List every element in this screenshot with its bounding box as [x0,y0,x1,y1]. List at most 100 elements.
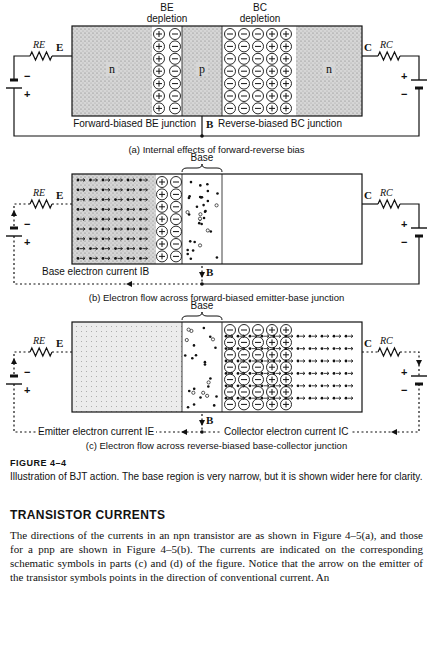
charge-sign [227,83,233,84]
charge-sign [227,58,233,59]
electron [114,198,117,201]
electron-arrow [118,228,123,231]
charge-sign [156,105,162,111]
electron [114,188,117,191]
electron-arrow [348,347,353,350]
electron-arrow [288,335,293,338]
charge-sign [241,46,247,47]
electron [345,347,348,350]
semiconductor-region [72,174,156,264]
hole [186,211,189,214]
electron-arrow [240,335,245,338]
wire-junction [200,134,204,138]
electron-arrow [105,257,110,260]
electron [89,237,92,240]
electron [114,228,117,231]
region-label: Base [182,152,222,164]
electron-arrow [130,179,135,182]
negative-ion [239,29,250,40]
charge-sign [172,96,178,97]
electron [102,218,105,221]
charge-sign [172,83,178,84]
electron [204,361,207,364]
electron-arrow [143,179,148,182]
electron-arrow [228,360,233,363]
electron [207,200,210,203]
charge-sign [241,392,247,393]
electron-arrow [93,247,98,250]
negative-ion [253,349,264,360]
region-letter: n [109,62,115,76]
charge-sign [255,71,261,72]
positive-ion [154,29,165,40]
electron-arrow [105,179,110,182]
electron [210,230,213,233]
electron-arrow [252,372,257,375]
electron [127,188,130,191]
wire [362,351,378,352]
charge-sign [159,179,165,185]
flow-arrowhead [199,420,205,426]
positive-ion [267,91,278,102]
positive-ion [267,29,278,40]
body-text: The directions of the currents in an npn… [10,528,423,584]
negative-ion [239,66,250,77]
electron [114,237,117,240]
negative-ion [171,189,182,200]
wire [14,88,202,136]
positive-ion [267,103,278,114]
terminal-label: B [206,266,213,279]
electron [249,384,252,387]
charge-sign [172,34,178,35]
electron-arrow [312,335,317,338]
charge-sign [159,191,165,197]
electron [273,360,276,363]
positive-ion [267,78,278,89]
electron-arrow [130,188,135,191]
negative-ion [225,91,236,102]
junction-line [182,322,222,412]
electron-arrow [288,347,293,350]
charge-sign [241,379,247,380]
polarity-sign: − [401,88,407,100]
semiconductor-region [296,26,362,116]
charge-sign [227,342,233,343]
electron-arrow [143,198,148,201]
positive-ion [154,66,165,77]
positive-ion [157,226,168,237]
flow-arrowhead [391,429,397,435]
electron [77,228,80,231]
electron [89,218,92,221]
charge-sign [255,392,261,393]
electron [285,384,288,387]
region-label: Base [182,300,222,312]
charge-sign [227,392,233,393]
charge-sign [227,330,233,331]
wire [362,55,378,56]
charge-sign [156,68,162,74]
electron [206,183,209,186]
electron [204,363,207,366]
negative-ion [225,103,236,114]
charge-sign [159,253,165,259]
charge-sign [283,327,289,333]
negative-ion [170,78,181,89]
negative-ion [239,325,250,336]
semiconductor-region [222,322,296,412]
electron [225,360,228,363]
electron-arrow [348,360,353,363]
electron [102,247,105,250]
charge-sign [173,231,179,232]
charge-sign [255,330,261,331]
charge-sign [241,354,247,355]
positive-ion [154,41,165,52]
semiconductor-region [156,174,182,264]
base-brace [182,312,222,320]
electron [321,397,324,400]
charge-sign [269,68,275,74]
electron [77,188,80,191]
region-label: BC depletion [237,2,283,24]
electron [261,372,264,375]
positive-ion [281,41,292,52]
polarity-sign: + [401,70,407,82]
